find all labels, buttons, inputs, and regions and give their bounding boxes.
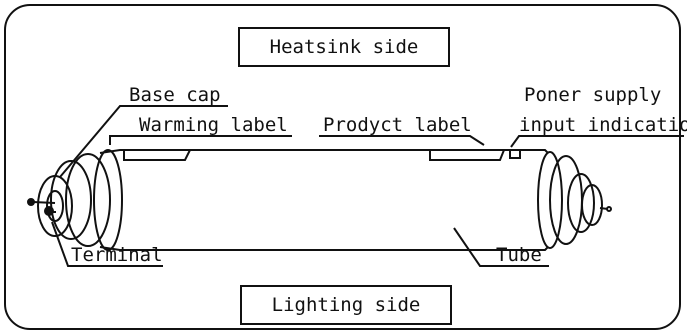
- left-cap-ring-2: [65, 153, 111, 247]
- right-cap-ring-1: [537, 151, 563, 249]
- heatsink-side-box: [238, 27, 450, 67]
- tube-body: [99, 149, 549, 251]
- lighting-side-box: [240, 285, 452, 325]
- diagram-frame: [4, 4, 681, 330]
- warning-label-text: Warming label: [139, 114, 288, 136]
- left-cap-ring-1: [93, 149, 123, 251]
- tube-label: Tube: [496, 244, 542, 266]
- power-indication-sticker: [509, 150, 521, 159]
- right-cap-ring-3: [567, 173, 595, 233]
- heatsink-side-label: Heatsink side: [270, 36, 419, 58]
- product-label-sticker: [429, 149, 505, 161]
- left-cap-inner: [46, 190, 64, 222]
- power-supply-label-line1: Poner supply: [524, 84, 661, 106]
- tube-leader: [453, 227, 549, 267]
- lighting-side-label: Lighting side: [272, 294, 421, 316]
- terminal-leader: [51, 221, 163, 267]
- base-cap-leader: [59, 105, 228, 178]
- power-indication-leader: [510, 135, 684, 148]
- warning-label-sticker: [123, 149, 191, 161]
- power-supply-label-line2: input indication: [519, 114, 687, 136]
- terminal-pins: [27, 198, 56, 216]
- product-label-text: Prodyct label: [323, 114, 472, 136]
- right-terminal-dot: [606, 206, 612, 212]
- left-cap-ring-3: [50, 160, 92, 240]
- right-cap-face: [581, 184, 603, 226]
- warning-label-leader: [109, 135, 292, 145]
- product-label-leader: [319, 135, 485, 146]
- base-cap-label: Base cap: [129, 84, 221, 106]
- left-cap-face: [37, 175, 73, 237]
- terminal-label: Terminal: [71, 244, 163, 266]
